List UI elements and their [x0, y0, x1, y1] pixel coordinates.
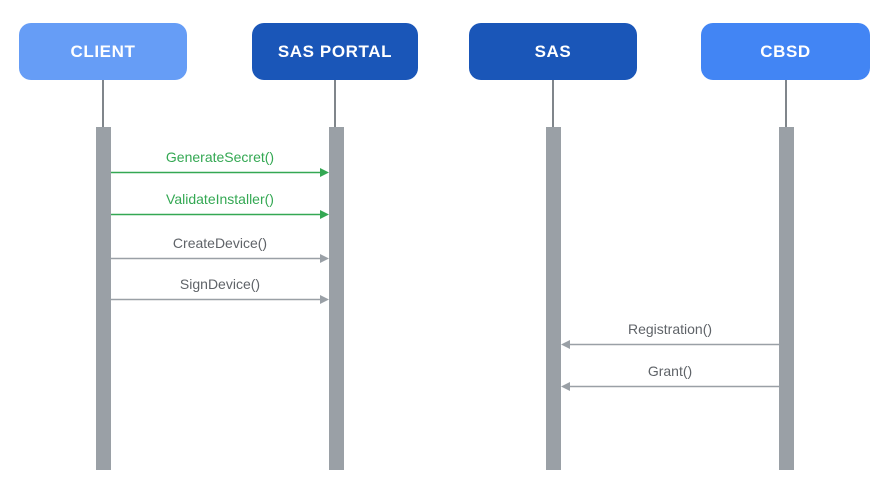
activation-bar-client: [96, 127, 111, 470]
message-label: ValidateInstaller(): [166, 191, 274, 207]
actor-box-sas: SAS: [469, 23, 637, 80]
arrow-right-icon: [111, 254, 329, 263]
lifeline-sas-portal: [334, 80, 336, 127]
actor-label-sas: SAS: [534, 41, 572, 61]
message-registration: Registration(): [561, 319, 779, 350]
arrow-right-icon: [111, 168, 329, 177]
actor-box-sas-portal: SAS PORTAL: [252, 23, 418, 80]
actor-label-client: CLIENT: [70, 41, 136, 61]
message-label: SignDevice(): [179, 276, 261, 292]
message-generate-secret: GenerateSecret(): [111, 147, 329, 178]
message-label: Registration(): [627, 321, 713, 337]
message-sign-device: SignDevice(): [111, 274, 329, 305]
lifeline-cbsd: [785, 80, 787, 127]
arrow-left-icon: [561, 382, 779, 391]
actor-box-cbsd: CBSD: [701, 23, 870, 80]
message-label: CreateDevice(): [172, 235, 268, 251]
arrow-right-icon: [111, 210, 329, 219]
arrow-left-icon: [561, 340, 779, 349]
lifeline-client: [102, 80, 104, 127]
activation-bar-sas: [546, 127, 561, 470]
message-grant: Grant(): [561, 361, 779, 392]
message-label: GenerateSecret(): [165, 149, 275, 165]
message-validate-installer: ValidateInstaller(): [111, 189, 329, 220]
activation-bar-cbsd: [779, 127, 794, 470]
message-create-device: CreateDevice(): [111, 233, 329, 264]
actor-label-cbsd: CBSD: [760, 41, 811, 61]
actor-box-client: CLIENT: [19, 23, 187, 80]
activation-bar-sas-portal: [329, 127, 344, 470]
actor-label-sas-portal: SAS PORTAL: [277, 41, 393, 61]
arrow-right-icon: [111, 295, 329, 304]
message-label: Grant(): [647, 363, 693, 379]
lifeline-sas: [552, 80, 554, 127]
